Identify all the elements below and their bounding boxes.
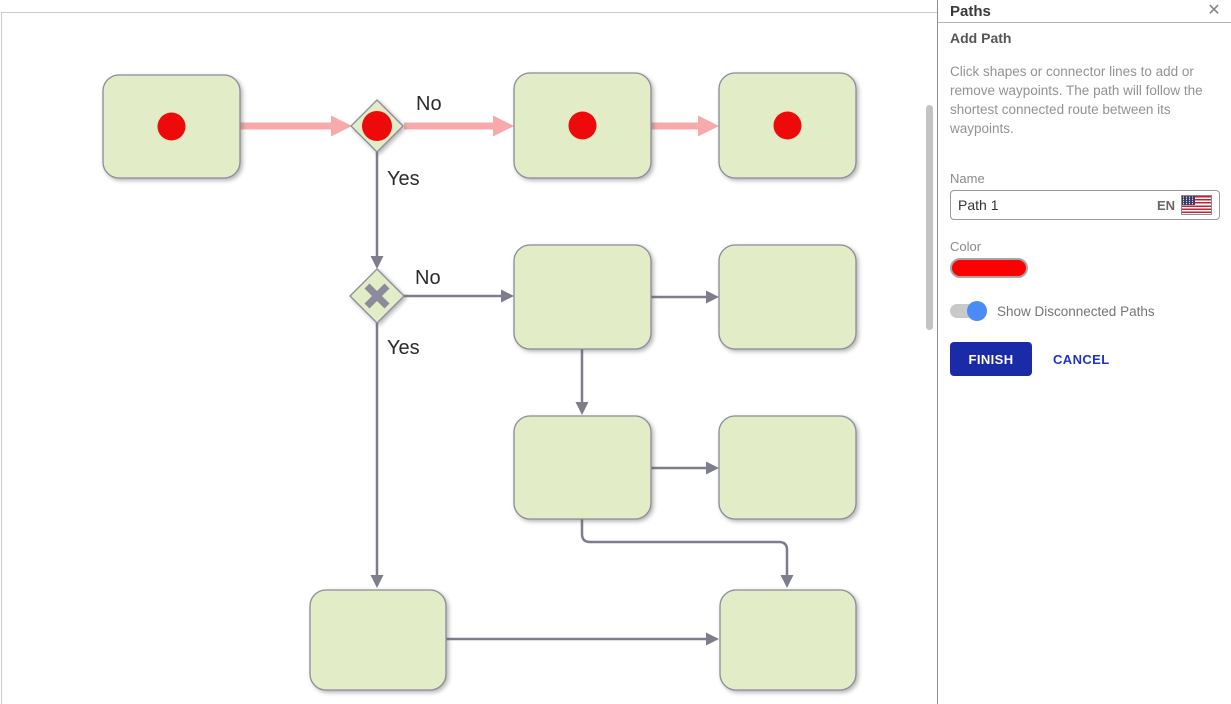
waypoint-dot bbox=[157, 112, 186, 141]
cancel-button[interactable]: CANCEL bbox=[1053, 351, 1110, 367]
waypoint-dot bbox=[773, 111, 802, 140]
flow-connector-arrowhead bbox=[706, 461, 719, 475]
flow-connector-arrowhead bbox=[331, 115, 352, 137]
finish-button[interactable]: FINISH bbox=[950, 342, 1032, 376]
flow-connector-arrowhead bbox=[706, 290, 719, 304]
branch-label: Yes bbox=[387, 337, 420, 359]
cross-icon bbox=[364, 283, 390, 309]
path-color-swatch[interactable] bbox=[950, 258, 1028, 278]
color-label: Color bbox=[950, 239, 982, 254]
name-label: Name bbox=[950, 171, 985, 186]
branch-label: No bbox=[415, 267, 441, 289]
path-name-input[interactable] bbox=[958, 197, 1153, 213]
flow-connector[interactable] bbox=[580, 519, 789, 575]
flow-node-box-low-1[interactable] bbox=[513, 415, 652, 520]
vertical-scrollbar-thumb[interactable] bbox=[926, 105, 933, 330]
flow-connector-arrowhead bbox=[501, 289, 514, 303]
panel-body: Add Path Click shapes or connector lines… bbox=[938, 23, 1231, 376]
flow-node-box-low-2[interactable] bbox=[718, 415, 857, 520]
close-icon[interactable]: ✕ bbox=[1203, 0, 1225, 22]
toggle-row: Show Disconnected Paths bbox=[950, 301, 1219, 321]
flow-connector-arrowhead bbox=[370, 575, 384, 588]
flow-connector-arrowhead bbox=[706, 632, 719, 646]
language-code: EN bbox=[1156, 197, 1175, 213]
panel-header: Paths ✕ bbox=[938, 0, 1231, 23]
flow-connector-arrowhead bbox=[493, 115, 514, 137]
flow-node-box-bottom-2[interactable] bbox=[719, 589, 857, 691]
flow-connector-arrowhead bbox=[780, 575, 794, 588]
flow-node-box-bottom-1[interactable] bbox=[309, 589, 447, 691]
button-row: FINISH CANCEL bbox=[950, 342, 1219, 376]
waypoint-dot bbox=[568, 111, 597, 140]
flow-connector-arrowhead bbox=[575, 402, 589, 415]
branch-label: No bbox=[416, 93, 442, 115]
us-flag-icon[interactable] bbox=[1181, 195, 1212, 215]
toggle-label: Show Disconnected Paths bbox=[997, 303, 1155, 319]
toggle-knob bbox=[967, 301, 987, 321]
panel-title: Paths bbox=[950, 3, 991, 20]
show-disconnected-toggle[interactable] bbox=[950, 301, 987, 321]
paths-panel: Paths ✕ Add Path Click shapes or connect… bbox=[937, 0, 1231, 704]
flow-node-box-mid-1[interactable] bbox=[513, 244, 652, 350]
add-path-heading: Add Path bbox=[950, 30, 1012, 46]
name-field-container: EN bbox=[950, 190, 1220, 220]
waypoint-dot bbox=[362, 111, 392, 141]
branch-label: Yes bbox=[387, 168, 420, 190]
us-flag-canton bbox=[1182, 196, 1195, 205]
flow-node-box-mid-2[interactable] bbox=[718, 244, 857, 350]
flow-connector-arrowhead bbox=[698, 115, 719, 137]
flow-connector-arrowhead bbox=[370, 256, 384, 269]
instructions-text: Click shapes or connector lines to add o… bbox=[950, 64, 1203, 136]
